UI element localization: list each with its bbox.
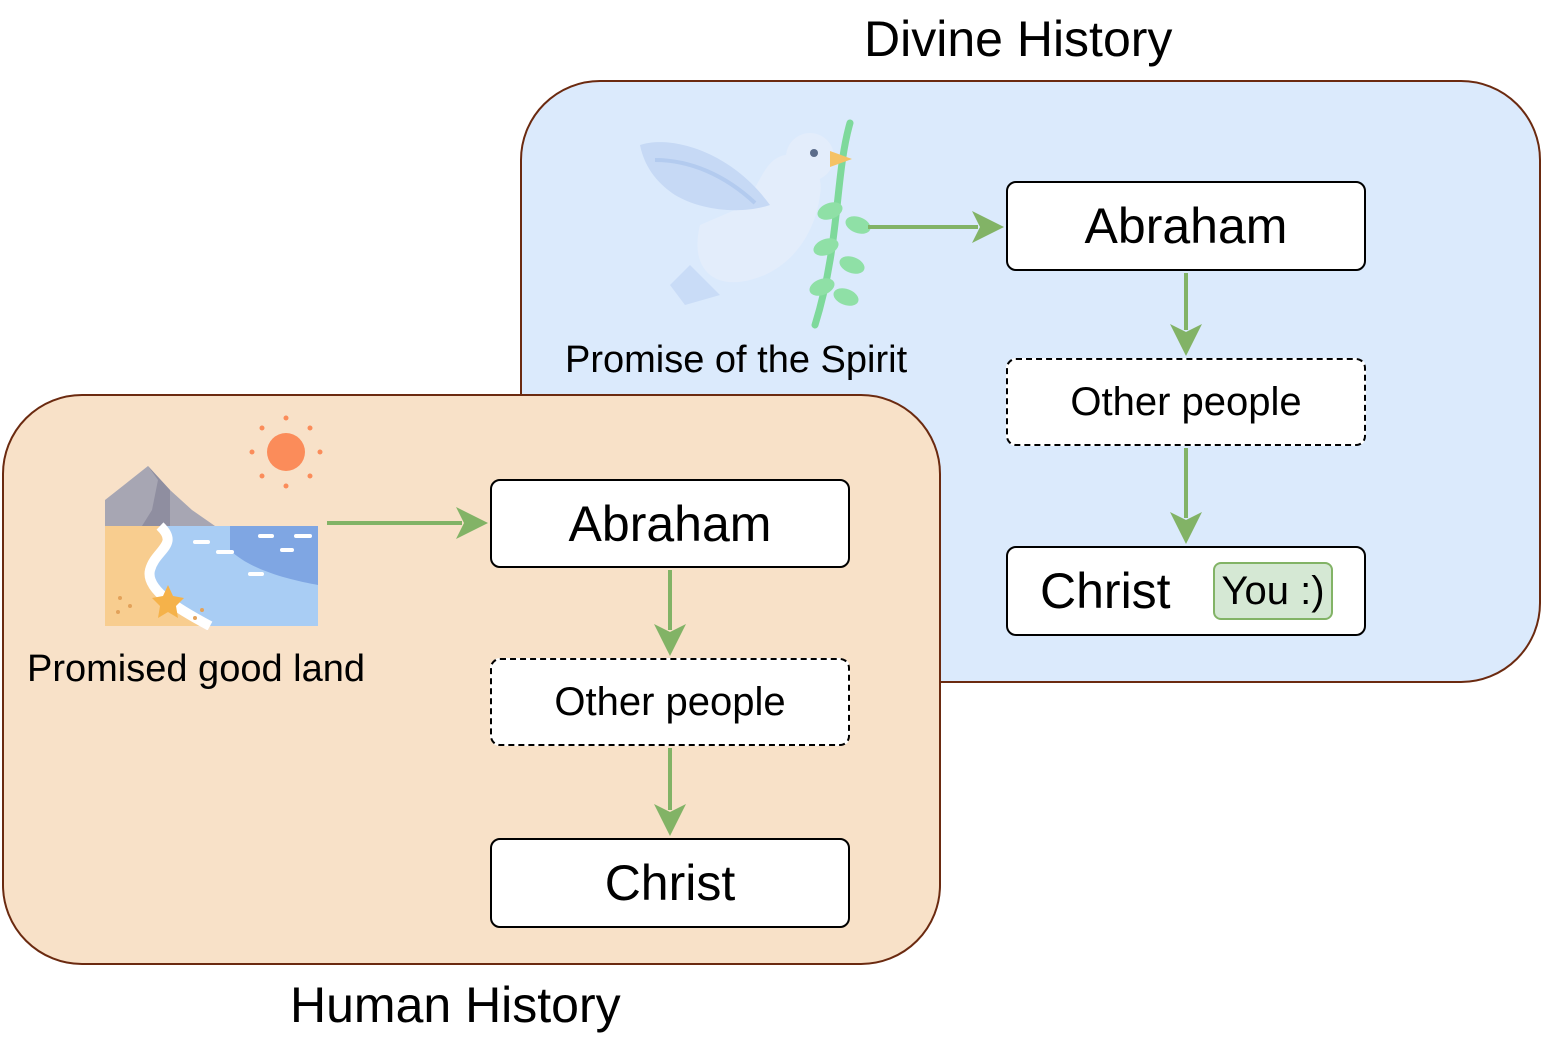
arrowhead-human-abraham-to-other bbox=[654, 624, 686, 656]
arrowhead-human-other-to-christ bbox=[654, 804, 686, 836]
dove-icon bbox=[640, 119, 871, 329]
human-abraham-node: Abraham bbox=[490, 479, 850, 568]
arrowhead-spirit-to-abraham bbox=[972, 211, 1004, 243]
human-other-people-label: Other people bbox=[554, 679, 786, 724]
human-history-title: Human History bbox=[290, 977, 621, 1033]
divine-christ-node: Christ You :) bbox=[1006, 546, 1366, 636]
divine-christ-label: Christ bbox=[1040, 563, 1171, 619]
human-other-people-node: Other people bbox=[490, 658, 850, 746]
human-abraham-label: Abraham bbox=[568, 495, 772, 552]
arrowhead-divine-abraham-to-other bbox=[1170, 324, 1202, 356]
promise-of-spirit-caption: Promise of the Spirit bbox=[565, 339, 908, 381]
you-badge: You :) bbox=[1213, 562, 1333, 620]
human-christ-node: Christ bbox=[490, 838, 850, 928]
promised-good-land-caption: Promised good land bbox=[27, 648, 365, 690]
arrowhead-land-to-abraham bbox=[456, 507, 488, 539]
arrowhead-divine-other-to-christ bbox=[1170, 512, 1202, 544]
beach-landscape-icon bbox=[105, 415, 323, 630]
divine-history-title: Divine History bbox=[864, 11, 1173, 67]
you-badge-label: You :) bbox=[1221, 568, 1325, 613]
divine-abraham-label: Abraham bbox=[1084, 198, 1288, 254]
human-christ-label: Christ bbox=[604, 855, 736, 911]
divine-other-people-node: Other people bbox=[1006, 358, 1366, 446]
divine-abraham-node: Abraham bbox=[1006, 181, 1366, 271]
divine-other-people-label: Other people bbox=[1070, 379, 1302, 424]
